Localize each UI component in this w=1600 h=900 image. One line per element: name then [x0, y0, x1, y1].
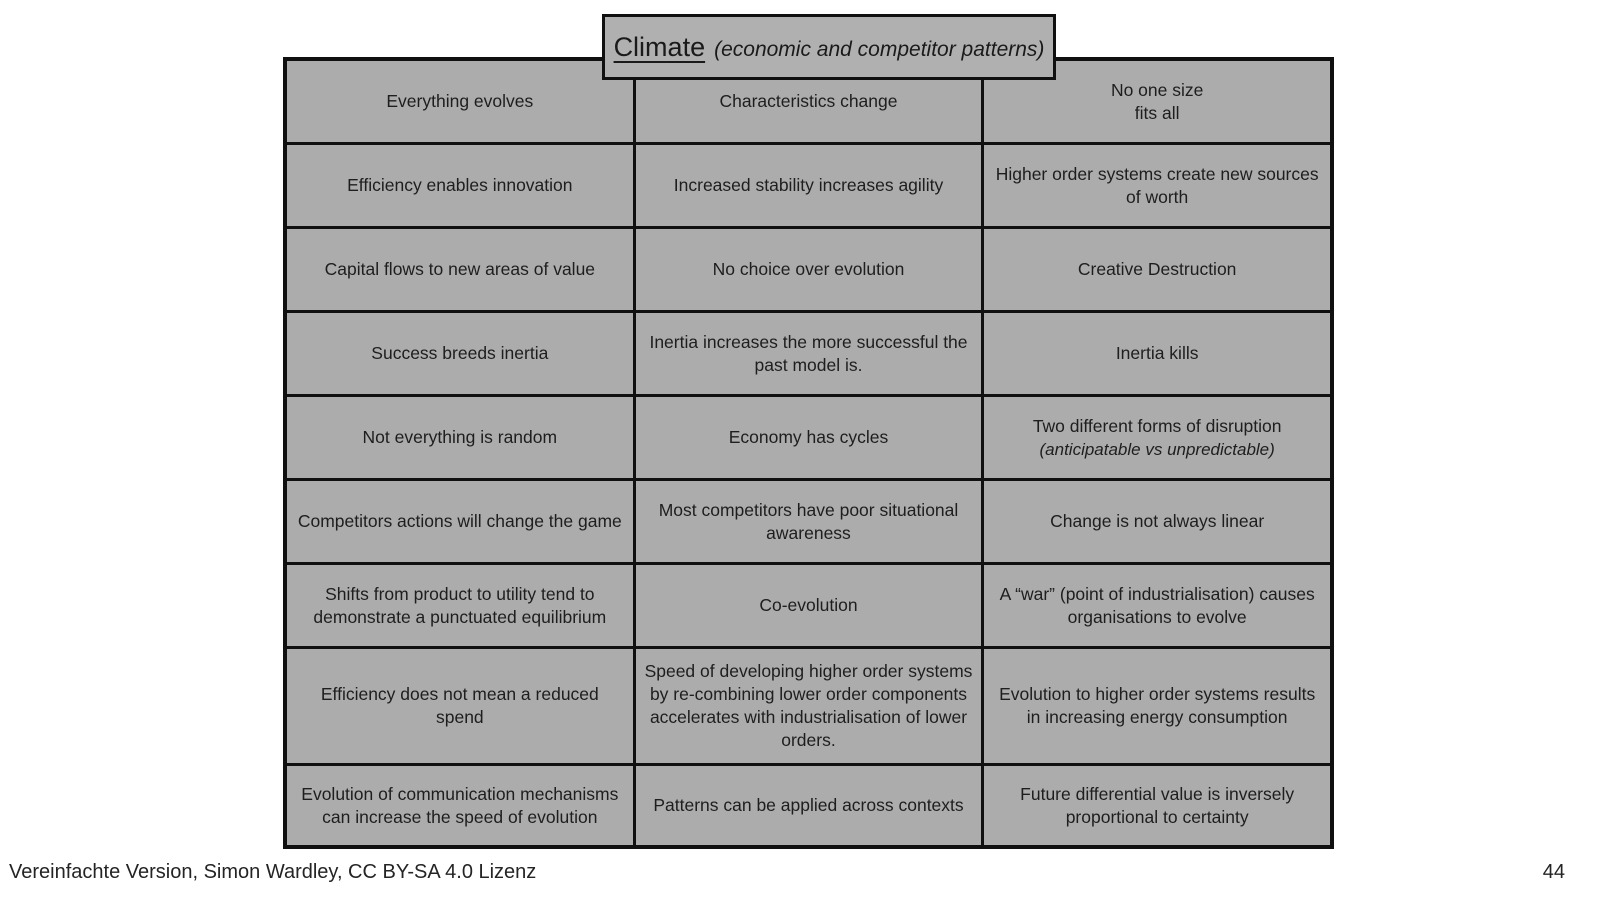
- table-cell-r2-c3: Higher order systems create new sources …: [984, 145, 1330, 226]
- cell-text: Efficiency enables innovation: [347, 175, 573, 195]
- table-cell-r2-c1: Efficiency enables innovation: [287, 145, 633, 226]
- table-cell-r7-c2: Co-evolution: [635, 565, 982, 646]
- cell-text: Inertia increases the more successful th…: [649, 331, 968, 375]
- cell-text: Most competitors have poor situational a…: [658, 499, 959, 543]
- cell-text: Patterns can be applied across contexts: [653, 795, 964, 815]
- cell-text: Evolution to higher order systems result…: [999, 684, 1316, 727]
- cell-text: Not everything is random: [362, 427, 558, 447]
- cell-text: A “war” (point of industrialisation) cau…: [999, 583, 1315, 627]
- table-cell-r5-c1: Not everything is random: [287, 397, 633, 478]
- table-cell-r6-c1: Competitors actions will change the game: [287, 481, 633, 562]
- cell-text: Characteristics change: [719, 91, 898, 111]
- table-cell-r4-c1: Success breeds inertia: [287, 313, 633, 394]
- table-cell-r3-c3: Creative Destruction: [984, 229, 1330, 310]
- cell-text: Two different forms of disruption: [1032, 415, 1282, 436]
- table-cell-r6-c3: Change is not always linear: [984, 481, 1330, 562]
- cell-text: Speed of developing higher order systems…: [644, 661, 973, 750]
- page-title-subtitle: (economic and competitor patterns): [714, 37, 1045, 61]
- page-number: 44: [1542, 861, 1565, 883]
- table-cell-r6-c2: Most competitors have poor situational a…: [635, 481, 982, 562]
- table-cell-r4-c2: Inertia increases the more successful th…: [635, 313, 982, 394]
- table-cell-r3-c2: No choice over evolution: [635, 229, 982, 310]
- cell-text: No one size fits all: [1110, 79, 1204, 123]
- table-cell-r2-c2: Increased stability increases agility: [635, 145, 982, 226]
- cell-text: Success breeds inertia: [371, 343, 549, 363]
- cell-text: No choice over evolution: [712, 259, 905, 279]
- title-line: Climate (economic and competitor patterns…: [614, 32, 1045, 63]
- table-cell-r9-c2: Patterns can be applied across contexts: [635, 766, 982, 845]
- cell-text: Creative Destruction: [1077, 259, 1237, 279]
- title-box: Climate (economic and competitor patterns…: [602, 14, 1056, 80]
- table-cell-r9-c1: Evolution of communication mechanisms ca…: [287, 766, 633, 845]
- table-cell-r5-c3: Two different forms of disruption (antici…: [984, 397, 1330, 478]
- cell-text: Increased stability increases agility: [673, 175, 944, 195]
- table-cell-r5-c2: Economy has cycles: [635, 397, 982, 478]
- page-title: Climate: [613, 31, 706, 62]
- table-cell-r9-c3: Future differential value is inversely p…: [984, 766, 1330, 845]
- cell-text: Co-evolution: [759, 595, 858, 615]
- cell-text: Evolution of communication mechanisms ca…: [301, 783, 619, 827]
- cell-text: Everything evolves: [386, 91, 534, 111]
- table-cell-r7-c1: Shifts from product to utility tend to d…: [287, 565, 633, 646]
- cell-text: Higher order systems create new sources …: [995, 163, 1319, 207]
- cell-note: (anticipatable vs unpredictable): [1039, 439, 1275, 459]
- footer-credit: Vereinfachte Version, Simon Wardley, CC …: [9, 861, 537, 883]
- cell-text: Efficiency does not mean a reduced spend: [320, 684, 599, 727]
- table-cell-r8-c2: Speed of developing higher order systems…: [635, 649, 982, 763]
- cell-text: Future differential value is inversely p…: [1020, 783, 1295, 827]
- climate-patterns-table: Everything evolves Characteristics change…: [283, 57, 1334, 849]
- cell-text: Competitors actions will change the game: [297, 511, 622, 531]
- cell-text: Inertia kills: [1115, 343, 1199, 363]
- cell-text: Capital flows to new areas of value: [324, 259, 596, 279]
- table-cell-r4-c3: Inertia kills: [984, 313, 1330, 394]
- table-cell-r1-c1: Everything evolves: [287, 61, 633, 142]
- cell-text: Economy has cycles: [728, 427, 889, 447]
- table-cell-r7-c3: A “war” (point of industrialisation) cau…: [984, 565, 1330, 646]
- table-cell-r3-c1: Capital flows to new areas of value: [287, 229, 633, 310]
- table-cell-r8-c3: Evolution to higher order systems result…: [984, 649, 1330, 763]
- cell-text: Shifts from product to utility tend to d…: [313, 583, 607, 627]
- cell-text: Change is not always linear: [1050, 511, 1265, 531]
- table-cell-r8-c1: Efficiency does not mean a reduced spend: [287, 649, 633, 763]
